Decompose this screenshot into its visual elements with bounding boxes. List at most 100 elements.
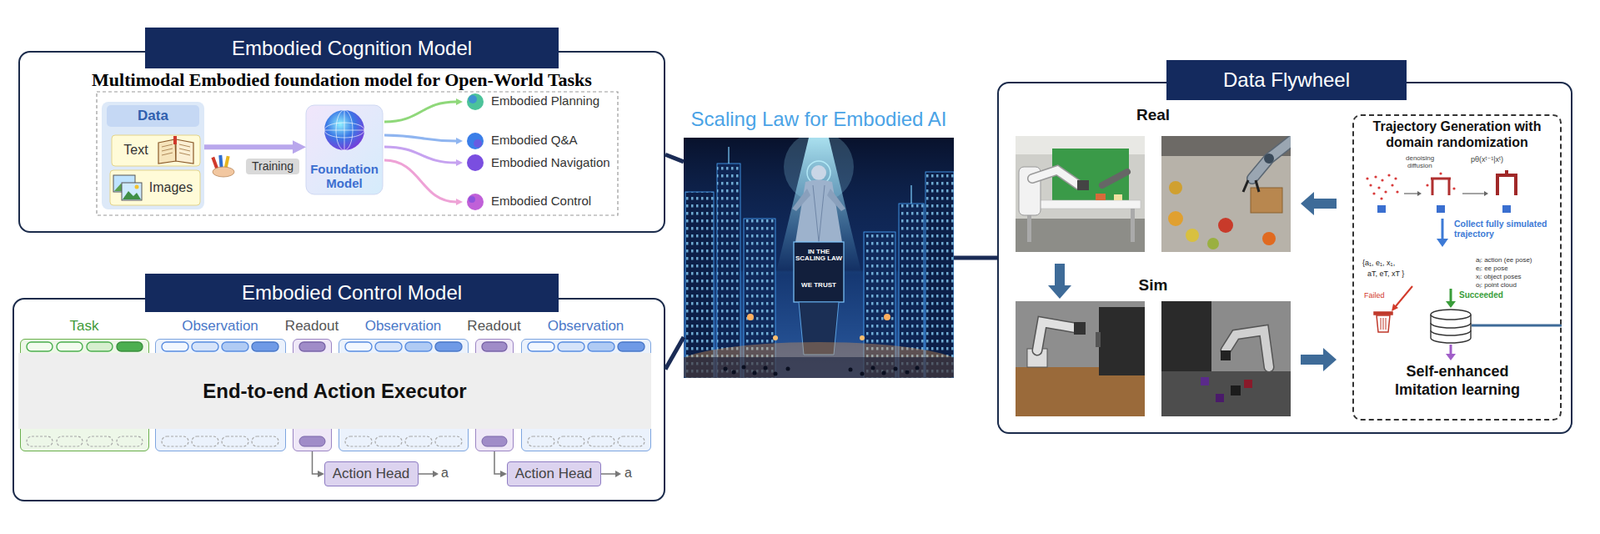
output-token — [116, 436, 143, 447]
node-text: Task — [70, 317, 100, 335]
panel-title: Multimodal Embodied foundation model for… — [28, 68, 656, 92]
trajectory-tuple: {a₁, e₁, x₁, — [1362, 258, 1395, 267]
status-label: Failed — [1364, 290, 1385, 300]
output-token — [375, 436, 402, 447]
output-dot — [466, 154, 484, 171]
pedestal-text-slot: IN THE SCALING LAW — [795, 248, 843, 263]
node-text: Action Head — [332, 465, 411, 482]
panel-header: Embodied Cognition Model — [145, 27, 559, 69]
input-token — [557, 341, 585, 352]
sim-render — [1161, 300, 1291, 417]
scaling-illustration — [860, 371, 865, 377]
trash-icon — [1374, 311, 1393, 332]
scaling-illustration — [871, 366, 876, 371]
row-label: Sim — [1128, 275, 1179, 295]
scaling-illustration — [786, 366, 791, 372]
input-token — [527, 341, 555, 352]
executor-box: End-to-end Action Executor — [18, 352, 652, 429]
scaling-illustration — [747, 313, 754, 321]
gripper-sketch — [1365, 176, 1369, 180]
panel-header: Embodied Control Model — [145, 273, 559, 312]
book-icon — [158, 135, 194, 164]
real-photo — [1161, 135, 1291, 252]
symbol-key: aᵢ: action (ee pose) — [1475, 255, 1533, 264]
box-label: Action Head — [325, 461, 417, 485]
gripper-sketch — [1394, 176, 1397, 180]
input-token — [587, 341, 615, 352]
pedestal-text-slot: WE TRUST — [795, 281, 843, 289]
output-token — [26, 436, 53, 447]
scaling-illustration — [915, 366, 920, 371]
book-icon — [175, 139, 194, 164]
output-token — [617, 436, 645, 447]
step-note-slot: diffusion — [1407, 161, 1433, 170]
output-arrow — [384, 101, 457, 202]
scaling-illustration — [732, 370, 737, 375]
illustration-title: Scaling Law for Embodied AI — [650, 106, 988, 132]
real-photo — [1250, 187, 1283, 213]
gripper-sketch — [1377, 205, 1386, 213]
scaling-illustration — [925, 171, 954, 378]
symbol-key: oᵢ: point cloud — [1475, 280, 1517, 289]
input-token — [345, 341, 372, 352]
scaling-illustration — [792, 188, 846, 211]
real-photo — [1263, 153, 1274, 164]
row-label: Real — [1128, 105, 1179, 125]
gripper-sketch — [1417, 190, 1422, 196]
scaling-illustration — [683, 356, 954, 378]
images-icon — [113, 175, 142, 201]
sim-render — [1215, 393, 1224, 402]
scaling-illustration — [811, 165, 827, 181]
pedestal-text: WE TRUST — [795, 281, 843, 289]
trash-icon — [1376, 315, 1390, 332]
output-token — [221, 436, 249, 447]
real-photo — [1015, 218, 1145, 252]
gripper-sketch — [1395, 190, 1399, 193]
images-icon — [122, 190, 141, 200]
output-dot — [466, 93, 484, 111]
sim-render — [1037, 321, 1076, 351]
step-note-slot: Collect fully simulated trajectory — [1454, 218, 1558, 239]
step-note: denoising — [1405, 154, 1435, 162]
real-photo — [1168, 180, 1183, 195]
node-text: Data — [137, 107, 169, 125]
data-item: Images — [110, 170, 201, 206]
text-item-fill — [111, 135, 201, 166]
input-token — [405, 341, 432, 352]
gripper-sketch — [1374, 175, 1377, 178]
fail-arrow — [1391, 303, 1399, 311]
action-output-arrow — [601, 472, 617, 475]
real-photo — [1113, 194, 1123, 201]
sim-render — [1200, 376, 1209, 386]
sim-render — [1230, 385, 1241, 396]
formula-slot: pθ(xᵗ⁻¹|xᵗ) — [1470, 155, 1504, 164]
node-text: Foundation Model — [310, 161, 379, 191]
flow-arrow — [1300, 191, 1337, 216]
scaling-illustration — [793, 241, 844, 302]
output-token — [527, 436, 555, 447]
real-photo — [1095, 193, 1106, 201]
sim-render — [1225, 330, 1269, 367]
real-photo — [1077, 180, 1089, 191]
step-note-slot: denoising — [1405, 154, 1435, 162]
box-label: Data — [106, 105, 200, 127]
output-dot — [466, 132, 484, 150]
fail-arrow — [1395, 285, 1413, 306]
sim-render — [1161, 371, 1291, 417]
real-photo — [1015, 135, 1145, 252]
real-photo — [1015, 135, 1145, 252]
row-label-slot: Real — [1128, 105, 1179, 125]
gripper-sketch — [1452, 186, 1455, 190]
output-arrow — [384, 101, 457, 122]
node-text: Observation — [365, 317, 442, 335]
output-token — [251, 436, 279, 447]
real-photo — [1243, 180, 1259, 192]
scaling-illustration — [882, 371, 887, 376]
sim-render — [1015, 300, 1145, 417]
connector — [953, 255, 998, 261]
group-label: Readout — [452, 316, 537, 336]
step-note: Collect fully simulated trajectory — [1454, 218, 1558, 239]
gripper-sketch — [1387, 173, 1390, 176]
group-label: Readout — [270, 316, 354, 336]
gripper-sketch — [1369, 183, 1372, 186]
